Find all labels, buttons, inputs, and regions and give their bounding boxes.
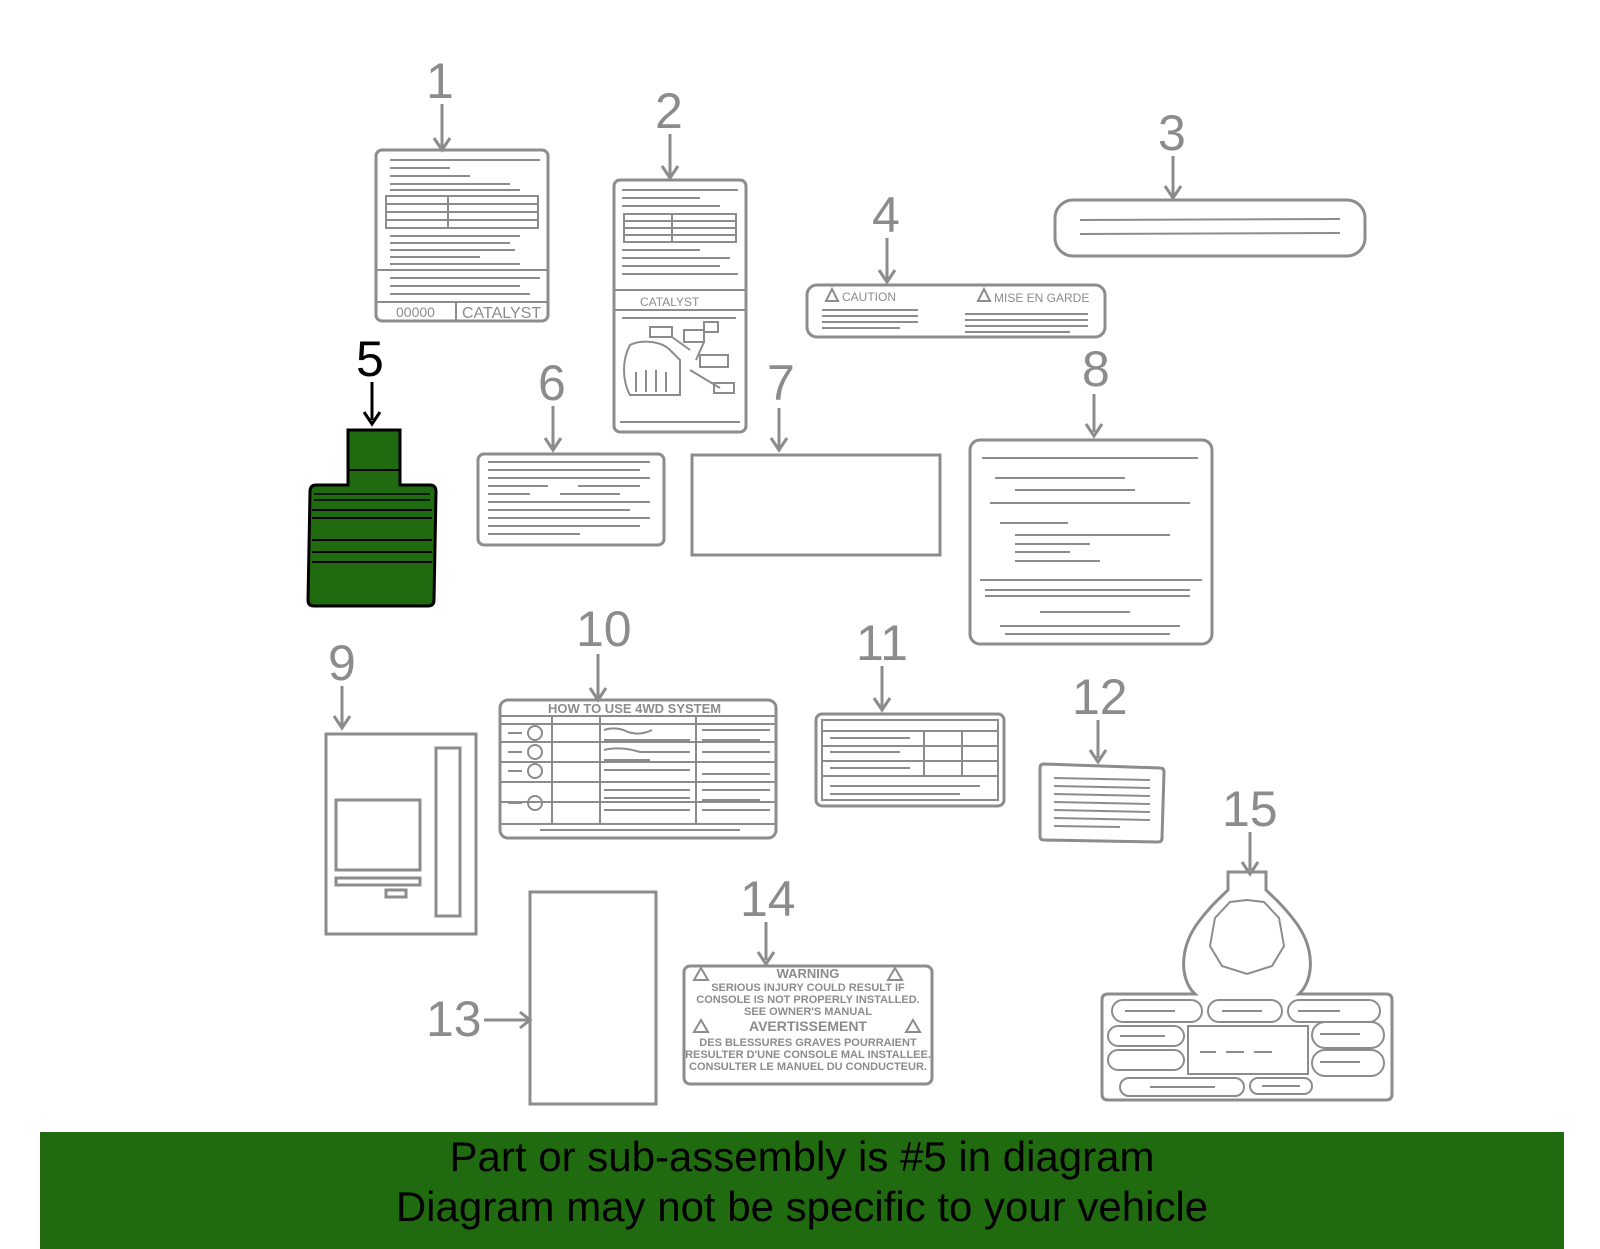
avertissement-line-3: CONSULTER LE MANUEL DU CONDUCTEUR. [689, 1061, 927, 1073]
warning-title-text: WARNING [777, 966, 840, 981]
callout-1: 1 [426, 53, 454, 109]
part-4-label[interactable]: 4 CAUTION MISE EN GARDE [805, 187, 1107, 339]
callout-9: 9 [328, 635, 356, 691]
callout-13: 13 [426, 991, 482, 1047]
part-15-label[interactable]: 15 [1100, 781, 1394, 1102]
part-1-label[interactable]: 1 00000 CATALYST [374, 53, 550, 323]
callout-10: 10 [576, 601, 632, 657]
catalyst-text-1: CATALYST [462, 305, 541, 322]
part-5-label-selected[interactable]: 5 [306, 331, 438, 608]
part-11-label[interactable]: 11 [814, 615, 1006, 808]
callout-4: 4 [872, 187, 900, 243]
avertissement-line-1: DES BLESSURES GRAVES POURRAIENT [699, 1037, 917, 1049]
callout-15: 15 [1222, 781, 1278, 837]
info-banner: Part or sub-assembly is #5 in diagram Di… [40, 1132, 1564, 1249]
part-3-label[interactable]: 3 [1053, 105, 1367, 258]
part-7-label[interactable]: 7 [690, 355, 942, 557]
part-2-label[interactable]: 2 CATALYST [612, 83, 748, 434]
avertissement-line-2: RESULTER D'UNE CONSOLE MAL INSTALLEE. [685, 1049, 931, 1061]
callout-11: 11 [856, 615, 908, 671]
warning-line-3: SEE OWNER'S MANUAL [744, 1006, 872, 1018]
callout-5: 5 [356, 331, 384, 387]
svg-text:00000: 00000 [396, 304, 435, 320]
mise-en-garde-text: MISE EN GARDE [994, 291, 1089, 305]
part-12-label[interactable]: 12 [1038, 669, 1166, 844]
callout-2: 2 [655, 83, 683, 139]
banner-line-2: Diagram may not be specific to your vehi… [395, 1183, 1209, 1230]
catalyst-text-2: CATALYST [640, 295, 700, 309]
callout-12: 12 [1072, 669, 1128, 725]
callout-8: 8 [1082, 341, 1110, 397]
part-10-label[interactable]: 10 HOW TO USE 4WD SYSTEM [498, 601, 778, 840]
part-13-label[interactable]: 13 [426, 890, 658, 1106]
callout-6: 6 [538, 355, 566, 411]
banner-line-1: Part or sub-assembly is #5 in diagram [449, 1133, 1155, 1180]
caution-text: CAUTION [842, 290, 896, 304]
warning-line-1: SERIOUS INJURY COULD RESULT IF [711, 982, 905, 994]
warning-line-2: CONSOLE IS NOT PROPERLY INSTALLED. [696, 994, 920, 1006]
part-14-label[interactable]: 14 WARNING SERIOUS INJURY COULD RESULT I… [682, 871, 934, 1086]
part-8-label[interactable]: 8 [968, 341, 1214, 646]
callout-7: 7 [767, 355, 795, 411]
part-6-label[interactable]: 6 [476, 355, 666, 547]
callout-14: 14 [740, 871, 796, 927]
avertissement-title-text: AVERTISSEMENT [749, 1018, 867, 1034]
part-9-label[interactable]: 9 [324, 635, 478, 936]
callout-3: 3 [1158, 105, 1186, 161]
4wd-title-text: HOW TO USE 4WD SYSTEM [548, 701, 721, 716]
